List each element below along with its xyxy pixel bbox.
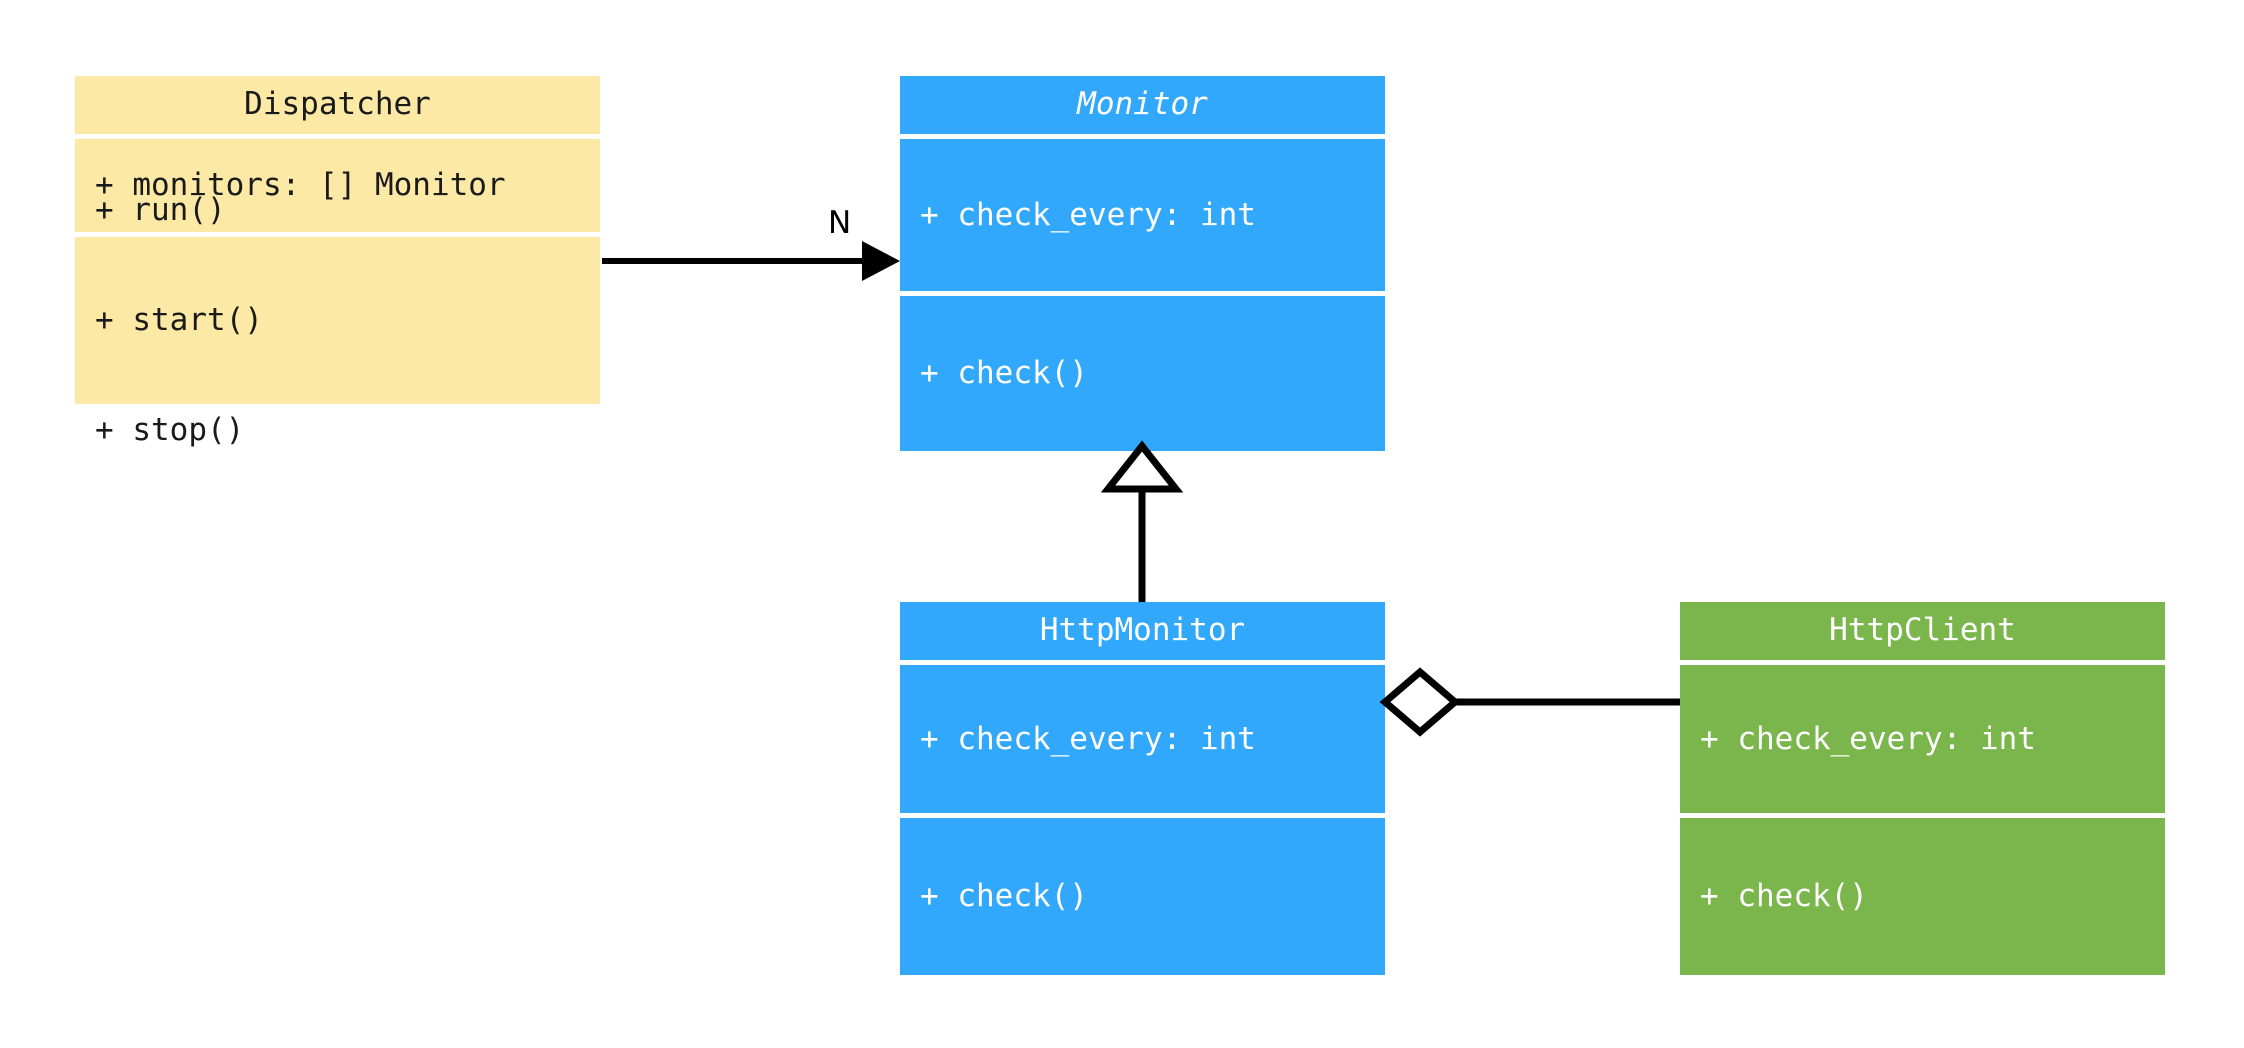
attribute-item: + monitors: [] Monitor <box>95 167 506 204</box>
edge-label-multiplicity-n: N <box>828 205 852 241</box>
edge-dispatcher-to-monitor <box>602 241 900 281</box>
method-list-httpmonitor: + check() <box>900 805 1385 988</box>
class-header-httpclient: HttpClient <box>1680 602 2165 660</box>
attribute-list-dispatcher: + monitors: [] Monitor <box>75 94 600 277</box>
method-list-monitor: + check() <box>900 282 1385 465</box>
class-attributes-monitor: + check_every: int <box>900 139 1385 291</box>
attribute-item: + check_every: int <box>1700 720 2036 757</box>
class-box-httpclient[interactable]: HttpClient + check_every: int + check() <box>1680 602 2165 975</box>
open-arrow-icon <box>862 241 900 281</box>
attribute-item: + check_every: int <box>920 720 1256 757</box>
class-box-httpmonitor[interactable]: HttpMonitor + check_every: int + check() <box>900 602 1385 975</box>
attribute-item: + check_every: int <box>920 196 1256 233</box>
class-header-httpmonitor: HttpMonitor <box>900 602 1385 660</box>
class-name-monitor: Monitor <box>1077 86 1208 123</box>
method-item: + start() <box>95 302 263 339</box>
class-attributes-httpmonitor: + check_every: int <box>900 665 1385 813</box>
class-box-dispatcher[interactable]: Dispatcher + monitors: [] Monitor + run(… <box>75 76 600 448</box>
class-name-httpclient: HttpClient <box>1829 612 2016 649</box>
method-item: + check() <box>1700 878 1868 915</box>
attribute-list-httpclient: + check_every: int <box>1680 648 2165 831</box>
attribute-list-monitor: + check_every: int <box>900 124 1385 307</box>
method-list-httpclient: + check() <box>1680 805 2165 988</box>
class-attributes-dispatcher: + monitors: [] Monitor <box>75 139 600 232</box>
class-header-dispatcher: Dispatcher <box>75 76 600 134</box>
edge-httpmonitor-to-monitor <box>1100 440 1184 602</box>
edge-httpmonitor-to-httpclient <box>1379 667 1680 737</box>
method-item: + run() <box>95 192 226 229</box>
method-item: + stop() <box>95 411 245 448</box>
class-name-dispatcher: Dispatcher <box>244 86 431 123</box>
class-header-monitor: Monitor <box>900 76 1385 134</box>
class-methods-monitor: + check() <box>900 296 1385 451</box>
hollow-diamond-icon <box>1379 667 1461 737</box>
attribute-list-httpmonitor: + check_every: int <box>900 648 1385 831</box>
method-item: + check() <box>920 355 1088 392</box>
class-methods-dispatcher: + run() + start() + stop() <box>75 192 600 448</box>
class-name-httpmonitor: HttpMonitor <box>1039 612 1246 649</box>
class-attributes-httpclient: + check_every: int <box>1680 665 2165 813</box>
class-box-monitor[interactable]: Monitor + check_every: int + check() <box>900 76 1385 451</box>
class-methods-httpclient: + check() <box>1680 818 2165 975</box>
method-list-dispatcher: + run() + start() + stop() <box>75 119 600 521</box>
method-item: + check() <box>920 878 1088 915</box>
class-methods-httpmonitor: + check() <box>900 818 1385 975</box>
